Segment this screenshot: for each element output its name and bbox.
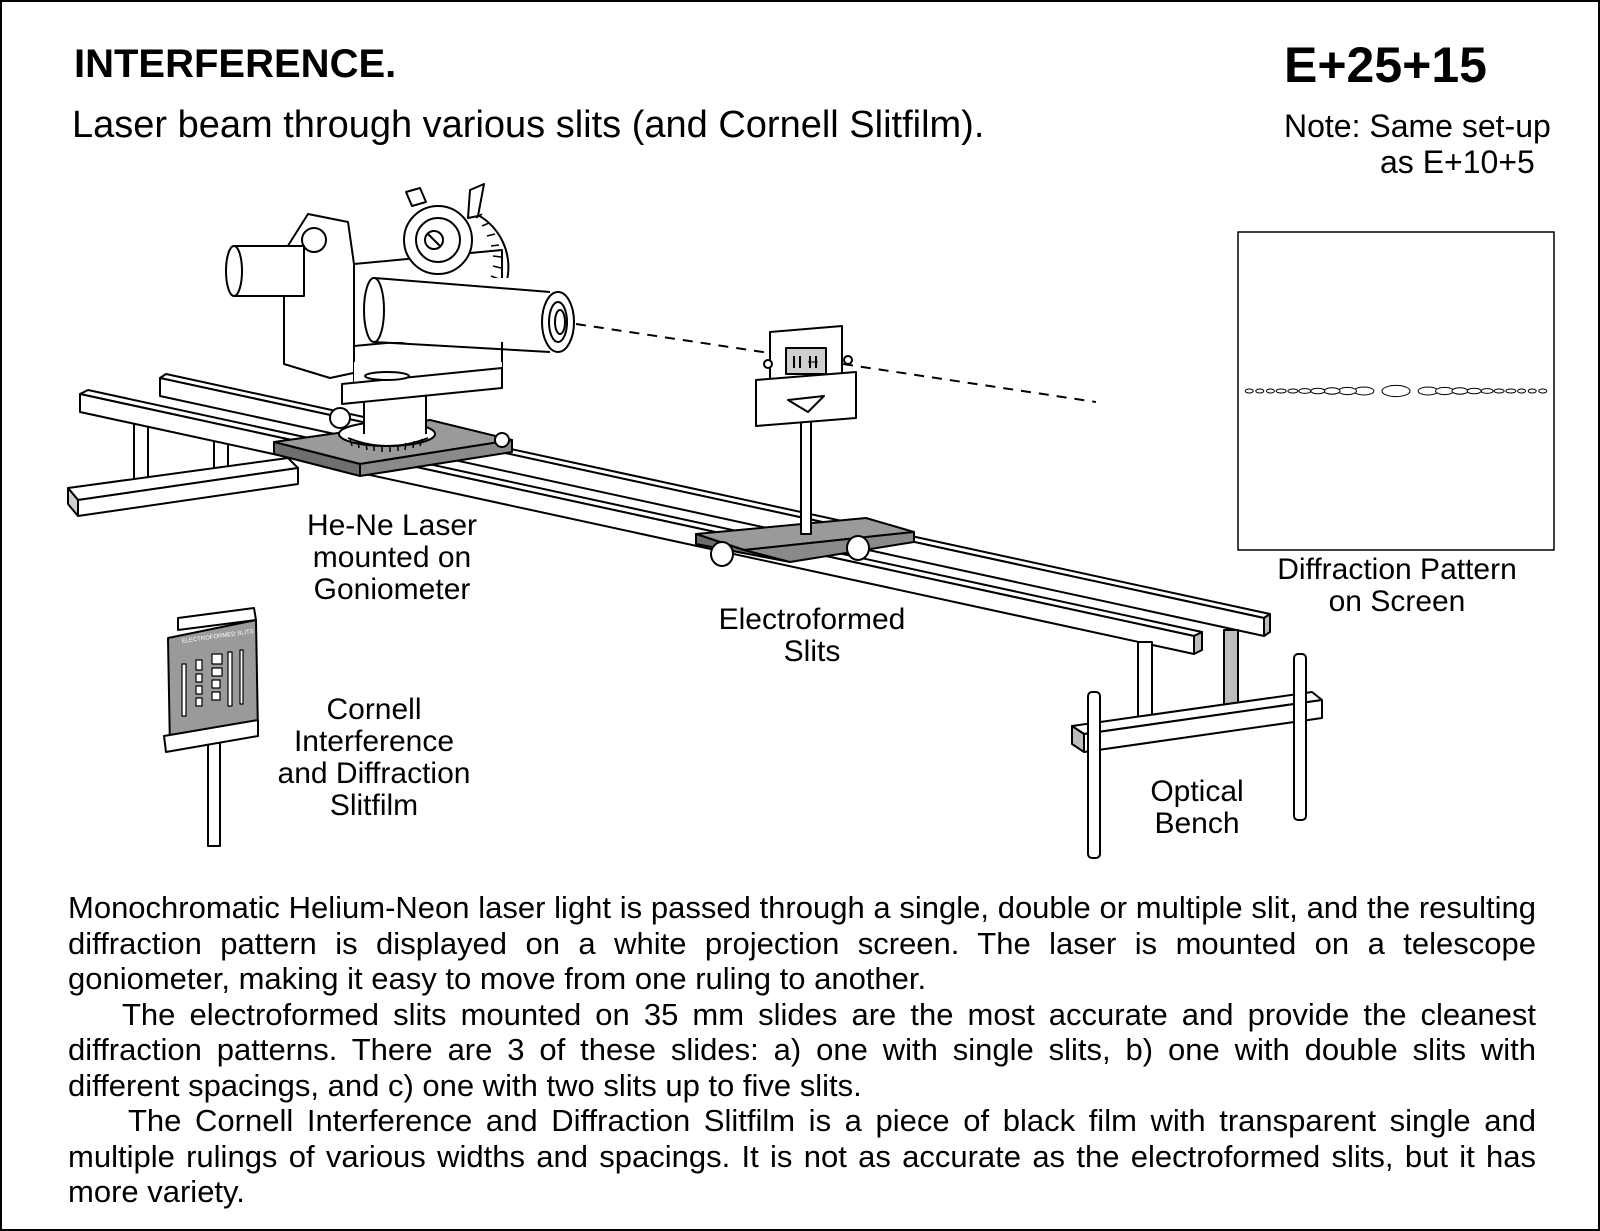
label-line: Diffraction Pattern: [1277, 553, 1517, 586]
fringe-spot: [1381, 384, 1411, 398]
fringe-spot: [1298, 388, 1312, 394]
note-line-1: Same set-up: [1369, 108, 1551, 144]
cornell-slitfilm-stand: [163, 607, 259, 847]
fringe-spot: [1275, 388, 1287, 394]
demo-code: E+25+15: [1284, 37, 1487, 93]
setup-note: Note: Same set-up as E+10+5: [1284, 108, 1551, 180]
label-line: Interference: [293, 725, 455, 758]
fringe-spot: [1538, 388, 1548, 394]
fringe-spot: [1466, 387, 1482, 395]
fringe-spot: [1480, 388, 1494, 394]
fringe-spot: [1435, 386, 1455, 396]
label-line: Goniometer: [313, 573, 471, 606]
fringe-spot: [1310, 387, 1326, 395]
label-line: mounted on: [312, 541, 472, 574]
label-line: and Diffraction: [277, 757, 471, 790]
label-line: Electroformed: [718, 603, 906, 636]
label-electroformed-slits: Electroformed Slits: [702, 604, 922, 668]
label-line: Slits: [783, 635, 841, 668]
fringe-spot: [1265, 388, 1275, 394]
diffraction-pattern-fringes: [1244, 384, 1548, 398]
label-he-ne-laser: He-Ne Laser mounted on Goniometer: [292, 510, 492, 606]
laser-beam: [575, 323, 1097, 403]
fringe-spot: [1287, 388, 1299, 394]
label-optical-bench: Optical Bench: [1132, 776, 1262, 840]
label-line: Slitfilm: [329, 789, 419, 822]
label-cornell-slitfilm: Cornell Interference and Diffraction Sli…: [264, 694, 484, 822]
description-paragraph: The electroformed slits mounted on 35 mm…: [68, 996, 1536, 1103]
page-subtitle: Laser beam through various slits (and Co…: [72, 104, 985, 146]
fringe-spot: [1323, 387, 1341, 395]
fringe-spot: [1244, 388, 1254, 394]
fringe-spot: [1517, 388, 1527, 394]
slit-carriage: [695, 411, 915, 567]
fringe-spot: [1493, 388, 1505, 394]
note-label: Note:: [1284, 108, 1361, 144]
label-line: Bench: [1154, 807, 1240, 840]
label-line: on Screen: [1328, 585, 1466, 618]
fringe-spot: [1527, 388, 1537, 394]
he-ne-laser: [225, 183, 575, 452]
description-paragraph: The Cornell Interference and Diffraction…: [68, 1103, 1536, 1209]
electroformed-slit-holder: [755, 325, 857, 427]
note-line-2: as E+10+5: [1380, 144, 1535, 180]
fringe-spot: [1451, 387, 1469, 395]
label-line: He-Ne Laser: [306, 509, 478, 542]
label-line: Cornell: [326, 693, 422, 726]
description: Monochromatic Helium-Neon laser light is…: [68, 890, 1536, 1210]
description-paragraph: Monochromatic Helium-Neon laser light is…: [68, 890, 1536, 996]
fringe-spot: [1505, 388, 1517, 394]
page-title: INTERFERENCE.: [74, 42, 397, 86]
label-line: Optical: [1150, 775, 1244, 808]
label-diffraction-pattern: Diffraction Pattern on Screen: [1252, 554, 1542, 618]
fringe-spot: [1255, 388, 1265, 394]
fringe-spot: [1337, 386, 1357, 396]
